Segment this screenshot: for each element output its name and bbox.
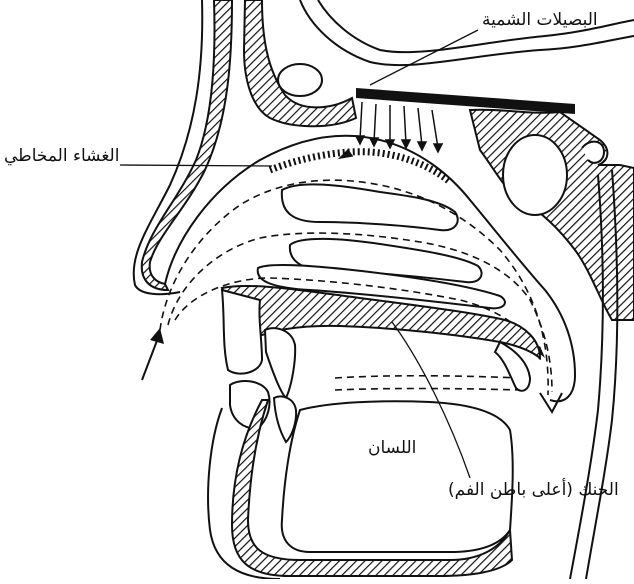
label-olfactory-bulbs: البصيلات الشمية <box>482 10 598 30</box>
label-mucous-membrane: الغشاء المخاطي <box>4 146 119 166</box>
face-profile <box>134 0 203 294</box>
label-palate: الحنك (أعلى باطن الفم) <box>448 480 619 500</box>
superior-turbinate <box>282 184 458 230</box>
frontal-sinus <box>278 64 322 96</box>
sphenoid-sinus <box>503 135 567 215</box>
leader-olfactory-bulbs <box>370 30 478 85</box>
upper-tooth <box>265 328 295 398</box>
tongue-outline <box>282 401 513 552</box>
inhale-arrow-shaft <box>142 338 158 380</box>
upper-lip <box>222 290 262 374</box>
label-tongue: اللسان <box>368 438 416 458</box>
olfactory-epithelium <box>270 152 450 182</box>
inhale-arrowhead <box>150 328 164 344</box>
leader-mucous-membrane <box>120 165 272 166</box>
nasal-bone <box>142 0 232 290</box>
airflow-exit-arrowhead <box>540 393 562 412</box>
cribriform-plate <box>356 88 575 114</box>
